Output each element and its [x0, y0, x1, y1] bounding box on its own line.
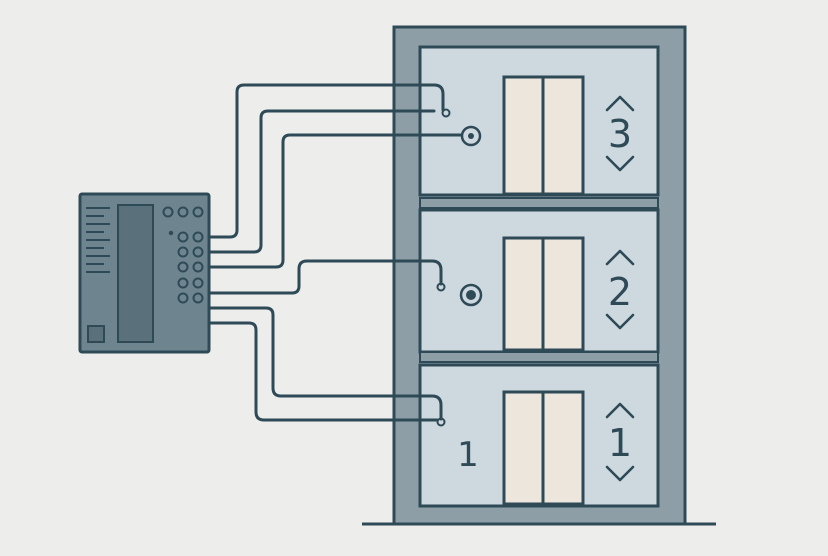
panel-knob [192, 246, 204, 258]
wiring [207, 83, 463, 422]
circle-sensor-icon [459, 283, 483, 307]
floor-slab-2-1 [419, 351, 659, 363]
floor-1-number: 1 [608, 421, 632, 465]
wire-floor-1-b [207, 321, 439, 422]
circle-sensor-icon [466, 290, 476, 300]
chevron-down-icon [605, 313, 635, 330]
floor-slab-3-2 [419, 197, 659, 209]
chevron-up-icon [605, 249, 635, 266]
panel-knob [192, 277, 204, 289]
chevron-down-icon [605, 155, 635, 172]
control-panel-knobs [162, 206, 204, 304]
landing-number: 1 [457, 435, 479, 475]
chevron-up-icon [605, 402, 635, 419]
panel-knob [177, 277, 189, 289]
wire-floor-3-b [207, 109, 436, 254]
circle-sensor-icon [468, 133, 474, 139]
floor-2-door-left [502, 236, 545, 352]
wire-floor-1-a [207, 306, 443, 421]
floor-3: 3 [418, 45, 660, 197]
floor-1: 1 1 [418, 363, 660, 508]
chevron-down-icon [605, 465, 635, 482]
panel-knob [192, 261, 204, 273]
control-panel [78, 192, 211, 354]
panel-knob [192, 231, 204, 243]
panel-knob [177, 261, 189, 273]
floor-1-door-left [502, 390, 545, 506]
panel-knob [192, 292, 204, 304]
panel-knob [162, 206, 174, 218]
panel-knob [177, 231, 189, 243]
chevron-up-icon [605, 95, 635, 112]
wire-floor-3-a [207, 83, 445, 239]
floor-1-door-right [541, 390, 585, 506]
floor-2-door-right [541, 236, 585, 352]
panel-indicator-dot [168, 230, 174, 236]
control-panel-vent [86, 207, 110, 273]
floor-3-number: 3 [608, 112, 632, 156]
panel-knob [177, 292, 189, 304]
wire-terminal [441, 108, 451, 118]
control-panel-screen [117, 204, 154, 343]
panel-knob [192, 206, 204, 218]
wire-floor-2 [207, 259, 443, 295]
wire-floor-3-c [207, 133, 463, 269]
floor-2-number: 2 [608, 270, 632, 314]
floor-3-door-right [541, 75, 585, 196]
floor-3-door-left [502, 75, 545, 196]
panel-knob [177, 206, 189, 218]
floor-2: 2 [418, 208, 660, 354]
panel-knob [177, 246, 189, 258]
control-panel-badge [87, 325, 105, 343]
